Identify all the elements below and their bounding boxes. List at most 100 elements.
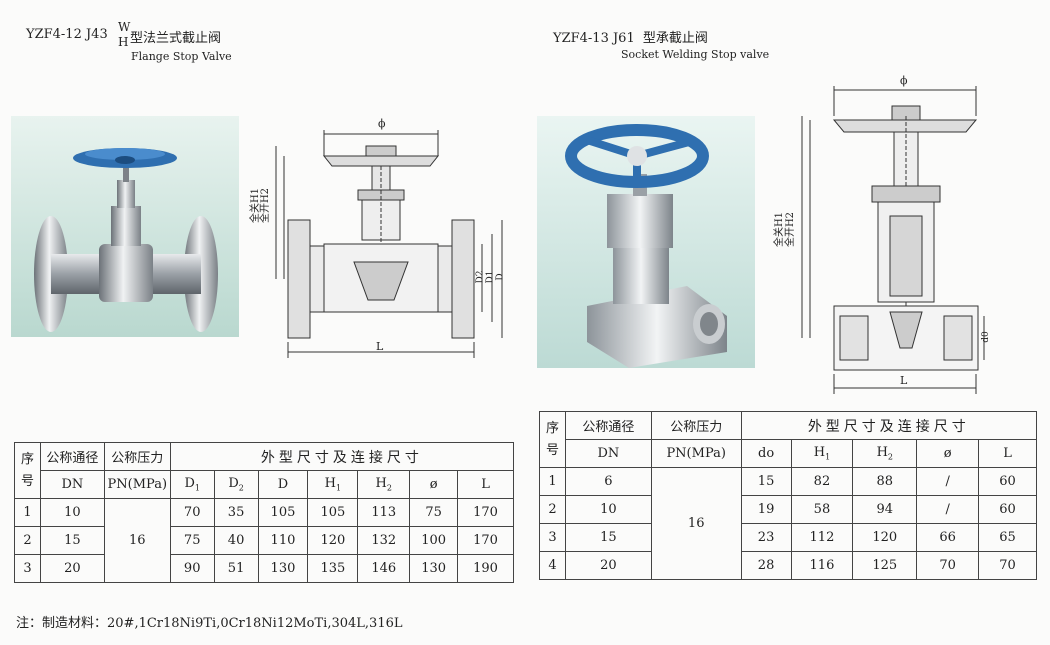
- table-row: 2 10 19 58 94 / 60: [539, 495, 1037, 524]
- left-col-d2: D2: [213, 470, 259, 499]
- cell-value: 66: [916, 523, 980, 552]
- cell-dn: 15: [564, 523, 652, 552]
- cell-value: 110: [257, 526, 309, 555]
- right-col-do: do: [740, 439, 792, 468]
- cell-no: 2: [539, 495, 566, 524]
- cell-value: 120: [852, 523, 918, 552]
- left-h-label: H: [118, 35, 129, 49]
- left-drawing-d: D: [495, 273, 506, 281]
- left-title-en: Flange Stop Valve: [131, 50, 232, 63]
- table-row: 3 20 90 51 130 135 146 130 190: [14, 554, 514, 583]
- left-spec-table: 序号 公称通径 公称压力 外型尺寸及连接尺寸 DN PN(MPa) D1 D2 …: [14, 442, 515, 583]
- cell-value: 15: [740, 467, 792, 496]
- left-valve-photo: [11, 116, 239, 337]
- right-dn-header-cn: 公称通径: [564, 411, 652, 440]
- right-pn-header: PN(MPa): [650, 439, 742, 468]
- material-note: 注：制造材料：20#,1Cr18Ni9Ti,0Cr18Ni12MoTi,304L…: [16, 612, 403, 631]
- cell-value: 70: [169, 498, 215, 527]
- cell-value: 60: [978, 467, 1037, 496]
- cell-value: /: [916, 495, 980, 524]
- right-drawing-h2: 全开H2: [785, 211, 797, 248]
- left-col-d: D: [257, 470, 309, 499]
- cell-value: 35: [213, 498, 259, 527]
- cell-value: 105: [257, 498, 309, 527]
- left-dims-header: 外型尺寸及连接尺寸: [169, 442, 515, 471]
- right-valve-drawing: ϕ 全关H1 全开H2 d0 L: [774, 74, 1000, 396]
- cell-value: 190: [457, 554, 514, 583]
- material-note-label: 注：制造材料：: [16, 616, 108, 631]
- cell-value: 75: [409, 498, 459, 527]
- right-idx-header: 序号: [539, 411, 566, 468]
- cell-value: 23: [740, 523, 792, 552]
- left-drawing-d2: D2: [475, 270, 486, 284]
- right-title: YZF4-13 J61 型承截止阀: [553, 27, 708, 46]
- left-pn-header: PN(MPa): [103, 470, 171, 499]
- cell-no: 3: [539, 523, 566, 552]
- right-drawing-d0: d0: [980, 331, 991, 343]
- left-dn-header-cn: 公称通径: [39, 442, 105, 471]
- left-model-code: YZF4-12 J43: [26, 27, 108, 42]
- cell-value: 58: [790, 495, 854, 524]
- right-col-l: L: [978, 439, 1037, 468]
- cell-value: 112: [790, 523, 854, 552]
- cell-dn: 10: [39, 498, 105, 527]
- left-col-phi: ø: [409, 470, 459, 499]
- left-col-d1: D1: [169, 470, 215, 499]
- right-dims-header: 外型尺寸及连接尺寸: [740, 411, 1038, 440]
- cell-value: 100: [409, 526, 459, 555]
- cell-value: 146: [357, 554, 411, 583]
- material-note-text: 20#,1Cr18Ni9Ti,0Cr18Ni12MoTi,304L,316L: [107, 616, 403, 631]
- left-dn-header: DN: [39, 470, 105, 499]
- cell-no: 4: [539, 551, 566, 580]
- table-row: 1 10 16 70 35 105 105 113 75 170: [14, 498, 514, 583]
- left-idx-header: 序号: [14, 442, 41, 499]
- right-spec-table: 序号 公称通径 公称压力 外型尺寸及连接尺寸 DN PN(MPa) do H1 …: [539, 411, 1038, 580]
- cell-value: 130: [257, 554, 309, 583]
- left-col-l: L: [457, 470, 514, 499]
- cell-value: 105: [307, 498, 359, 527]
- left-col-h1: H1: [307, 470, 359, 499]
- left-pn-header-cn: 公称压力: [103, 442, 171, 471]
- cell-value: 170: [457, 498, 514, 527]
- right-pn-header-cn: 公称压力: [650, 411, 742, 440]
- right-model-code: YZF4-13 J61: [553, 31, 635, 46]
- cell-value: /: [916, 467, 980, 496]
- cell-dn: 10: [564, 495, 652, 524]
- cell-value: 19: [740, 495, 792, 524]
- cell-no: 3: [14, 554, 41, 583]
- cell-value: 125: [852, 551, 918, 580]
- cell-value: 130: [409, 554, 459, 583]
- cell-value: 135: [307, 554, 359, 583]
- left-valve-drawing: ϕ 全关H1 全开H2 D2 D1 D L: [250, 112, 512, 362]
- cell-value: 120: [307, 526, 359, 555]
- right-col-phi: ø: [916, 439, 980, 468]
- cell-value: 88: [852, 467, 918, 496]
- right-dn-header: DN: [564, 439, 652, 468]
- cell-dn: 20: [39, 554, 105, 583]
- cell-no: 1: [539, 467, 566, 496]
- cell-no: 1: [14, 498, 41, 527]
- left-col-h2: H2: [357, 470, 411, 499]
- cell-value: 70: [916, 551, 980, 580]
- right-col-h2: H2: [852, 439, 918, 468]
- right-valve-photo: [537, 116, 755, 368]
- cell-value: 60: [978, 495, 1037, 524]
- table-row: 3 15 23 112 120 66 65: [539, 523, 1037, 552]
- left-title: YZF4-12 J43: [26, 27, 108, 42]
- cell-value: 82: [790, 467, 854, 496]
- cell-dn: 15: [39, 526, 105, 555]
- cell-value: 65: [978, 523, 1037, 552]
- cell-value: 75: [169, 526, 215, 555]
- cell-value: 116: [790, 551, 854, 580]
- cell-value: 132: [357, 526, 411, 555]
- cell-value: 90: [169, 554, 215, 583]
- left-type-cn: 型法兰式截止阀: [130, 31, 222, 46]
- left-drawing-h2: 全开H2: [260, 187, 272, 224]
- cell-dn: 6: [564, 467, 652, 496]
- cell-value: 51: [213, 554, 259, 583]
- cell-no: 2: [14, 526, 41, 555]
- cell-dn: 20: [564, 551, 652, 580]
- right-drawing-l: L: [900, 374, 908, 387]
- table-row: 4 20 28 116 125 70 70: [539, 551, 1037, 580]
- right-title-en: Socket Welding Stop valve: [621, 48, 770, 61]
